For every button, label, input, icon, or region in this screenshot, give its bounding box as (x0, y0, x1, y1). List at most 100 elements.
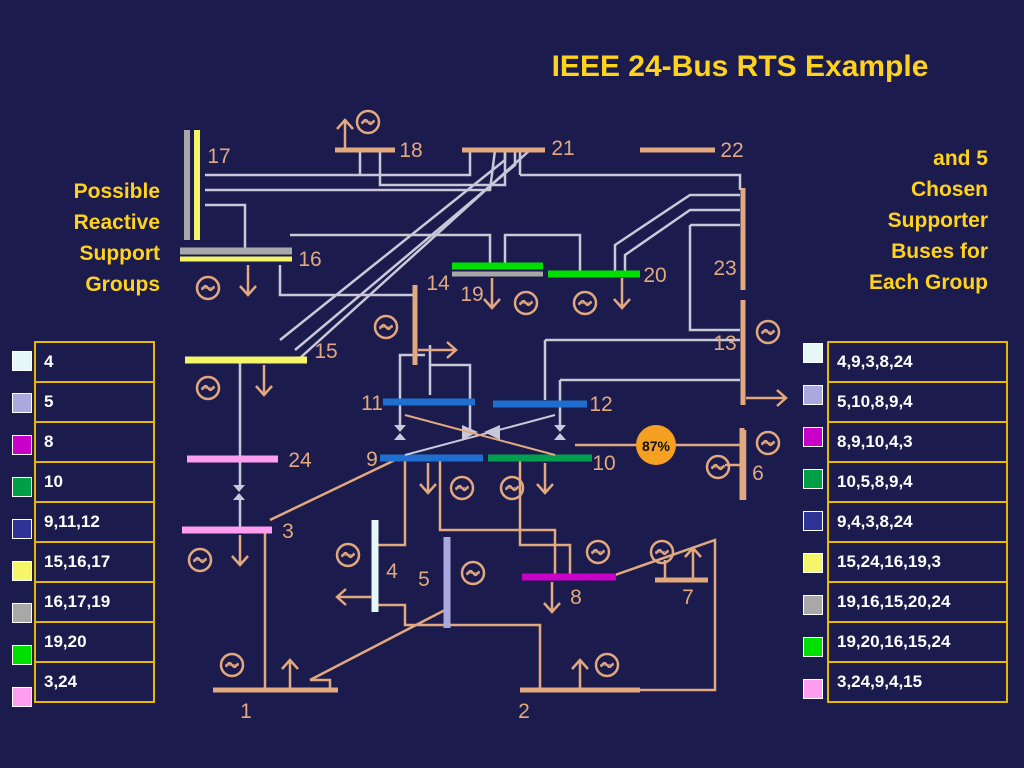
supporter-buses-cell: 4,9,3,8,24 (827, 341, 1008, 383)
supporter-buses-cell: 3,24,9,4,15 (827, 661, 1008, 703)
bus-label-22: 22 (720, 139, 743, 162)
group-color-swatch (12, 603, 32, 623)
right-heading: and 5 Chosen Supporter Buses for Each Gr… (820, 143, 988, 298)
left-heading-line: Groups (85, 273, 160, 296)
supporter-buses-cell: 19,20,16,15,24 (827, 621, 1008, 663)
supporter-color-swatch (803, 595, 823, 615)
generator-icon (572, 290, 598, 316)
load-arrow-icon (570, 658, 590, 692)
supporter-buses-cell: 10,5,8,9,4 (827, 461, 1008, 503)
group-members-cell: 19,20 (34, 621, 155, 663)
overload-marker (636, 425, 676, 465)
generator-icon (585, 539, 611, 565)
bus-label-23: 23 (713, 257, 736, 280)
group-color-swatch (12, 561, 32, 581)
group-members-cell: 8 (34, 421, 155, 463)
table-row: 8 (34, 421, 155, 463)
supporter-color-swatch (803, 343, 823, 363)
generator-icon (187, 547, 213, 573)
right-heading-line: and 5 (933, 147, 988, 170)
table-row: 10,5,8,9,4 (827, 461, 1008, 503)
bus-label-2: 2 (518, 700, 530, 723)
transformer-symbols (233, 414, 566, 500)
bus-bars (180, 130, 746, 693)
table-row: 5 (34, 381, 155, 423)
table-row: 19,16,15,20,24 (827, 581, 1008, 623)
group-color-swatch (12, 645, 32, 665)
load-arrow-icon (612, 276, 632, 310)
bus-label-21: 21 (551, 137, 574, 160)
bus-label-7: 7 (682, 586, 694, 609)
bus-label-16: 16 (298, 248, 321, 271)
generator-icon (755, 319, 781, 345)
left-heading: Possible Reactive Support Groups (30, 176, 160, 300)
generator-icon (755, 430, 781, 456)
load-arrow-icon (254, 363, 274, 397)
group-members-cell: 15,16,17 (34, 541, 155, 583)
supporter-color-swatch (803, 385, 823, 405)
load-arrow-icon (280, 658, 300, 692)
load-arrow-icon (335, 118, 355, 152)
load-arrow-icon (746, 389, 788, 407)
generator-icon (355, 109, 381, 135)
transformer-icon (394, 425, 406, 440)
generator-icon (195, 375, 221, 401)
right-heading-line: Buses for (891, 240, 988, 263)
supporter-color-swatch (803, 679, 823, 699)
table-row: 8,9,10,4,3 (827, 421, 1008, 463)
load-arrow-icon (418, 461, 438, 495)
supporter-color-swatch (803, 553, 823, 573)
table-row: 9,11,12 (34, 501, 155, 543)
table-row: 3,24 (34, 661, 155, 703)
bus-label-1: 1 (240, 700, 252, 723)
load-arrow-icon (535, 461, 555, 495)
left-heading-line: Possible (73, 180, 160, 203)
generator-icon (449, 475, 475, 501)
table-row: 3,24,9,4,15 (827, 661, 1008, 703)
bus-label-6: 6 (752, 462, 764, 485)
generator-icon (219, 652, 245, 678)
left-heading-line: Support (79, 242, 160, 265)
load-arrow-icon (418, 341, 458, 359)
group-members-cell: 3,24 (34, 661, 155, 703)
bus-label-5: 5 (418, 568, 430, 591)
group-members-cell: 10 (34, 461, 155, 503)
load-arrow-icon (683, 546, 703, 580)
bus-label-10: 10 (592, 452, 615, 475)
generator-icon (513, 290, 539, 316)
group-color-swatch (12, 519, 32, 539)
load-arrow-icon (230, 533, 250, 567)
bus-label-3: 3 (282, 520, 294, 543)
group-members-cell: 9,11,12 (34, 501, 155, 543)
group-members-cell: 16,17,19 (34, 581, 155, 623)
generator-icon (705, 454, 731, 480)
transformer-icon (554, 425, 566, 440)
bus-label-13: 13 (713, 332, 736, 355)
loads (230, 118, 788, 692)
table-row: 19,20 (34, 621, 155, 663)
bus-label-18: 18 (399, 139, 422, 162)
table-row: 4 (34, 341, 155, 383)
left-heading-line: Reactive (73, 211, 160, 234)
supporter-buses-cell: 9,4,3,8,24 (827, 501, 1008, 543)
supporter-buses-cell: 15,24,16,19,3 (827, 541, 1008, 583)
bus-label-17: 17 (207, 145, 230, 168)
group-color-swatch (12, 435, 32, 455)
bus-label-14: 14 (426, 272, 450, 295)
generator-icon (460, 560, 486, 586)
supporter-buses-cell: 5,10,8,9,4 (827, 381, 1008, 423)
group-color-swatch (12, 687, 32, 707)
bus-label-11: 11 (361, 392, 383, 415)
load-arrow-icon (238, 263, 258, 297)
right-heading-line: Chosen (910, 178, 988, 201)
group-color-swatch (12, 351, 32, 371)
table-row: 15,24,16,19,3 (827, 541, 1008, 583)
generator-icon (594, 652, 620, 678)
bus-label-19: 19 (460, 283, 483, 306)
right-heading-line: Each Group (868, 271, 988, 294)
table-row: 5,10,8,9,4 (827, 381, 1008, 423)
table-row: 15,16,17 (34, 541, 155, 583)
bus-label-8: 8 (570, 586, 582, 609)
